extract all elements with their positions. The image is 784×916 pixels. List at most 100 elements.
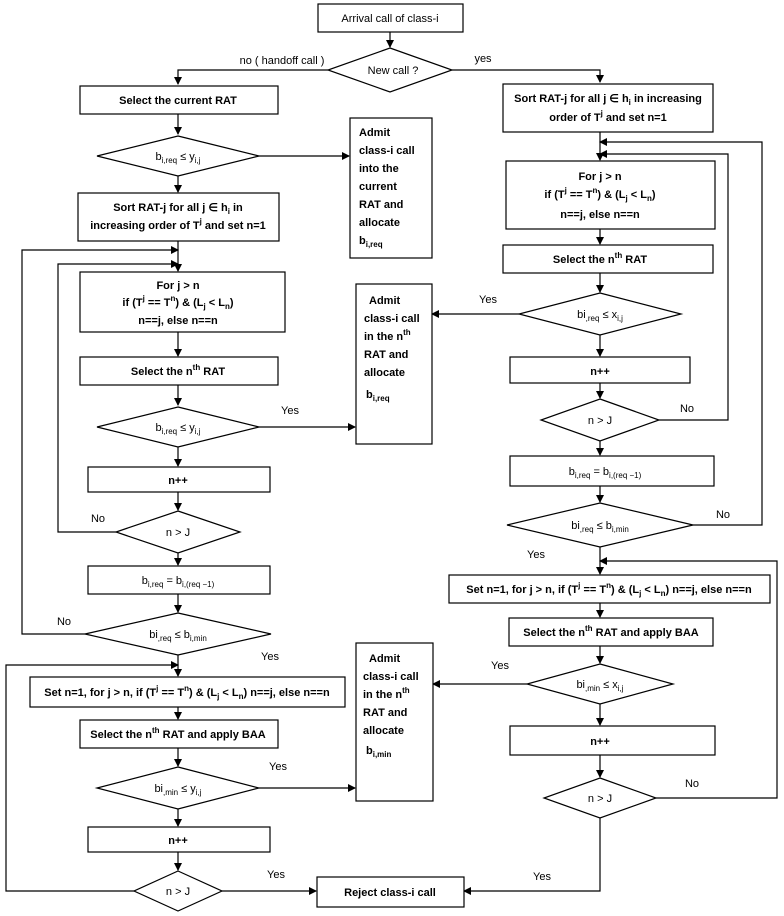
start-box [317,3,464,33]
connector [57,260,179,533]
select-nth-right-label: Select the nth RAT [553,251,647,266]
check-breq-x-right-label: bi,req ≤ xi,j [577,309,623,323]
npp-left-2 [87,826,271,853]
admit-nth-min-l4: allocate [363,725,404,737]
n-gt-J-left-2 [132,870,224,912]
npp-right-2-label: n++ [590,736,610,748]
sort-rat-left-l2: increasing order of Tj and set n=1 [90,217,266,232]
npp-left-2-label: n++ [168,835,188,847]
admit-nth-req-box [355,283,433,445]
select-current-rat [79,85,279,115]
admit-nth-min-box [355,642,434,802]
check-breq-y-1 [96,135,260,177]
connector [21,246,179,635]
check-breq-bmin-left-label: bi,req ≤ bi,min [149,629,207,643]
reduce-breq-right [509,455,715,487]
npp-left-1-label: n++ [168,475,188,487]
admit-current-line: current [359,181,397,193]
check-bmin-x-right [524,663,676,705]
admit-nth-min-b: bi,min [366,745,392,759]
select-baa-right-label: Select the nth RAT and apply BAA [523,624,699,639]
loop-cond-left-l1: For j > n [156,280,199,292]
select-current-rat-label: Select the current RAT [119,95,237,107]
admit-current-box [349,117,433,259]
npp-right-1-label: n++ [590,366,610,378]
branch-no-label: no ( handoff call ) [240,55,325,67]
check-breq-y-2-label: bi,req ≤ yi,j [155,422,200,436]
reduce-breq-right-label: bi,req = bi,(req −1) [569,466,642,480]
yes-label-4: Yes [267,869,285,881]
loop-cond-left-l2: if (Tj == Tn) & (Lj < Ln) [122,294,233,311]
loop-cond-left [79,271,286,333]
branch-yes-label: yes [474,53,492,65]
n-gt-J-right-2-label: n > J [588,793,612,805]
sort-rat-left [77,192,280,242]
set-n-baa-right-label: Set n=1, for j > n, if (Tj == Tn) & (Lj … [466,581,752,598]
start-label: Arrival call of class-i [341,13,438,25]
select-nth-left-label: Select the nth RAT [131,363,225,378]
sort-rat-right-l2: order of Tj and set n=1 [549,109,666,124]
yes-label-6: Yes [527,549,545,561]
set-n-baa-left-label: Set n=1, for j > n, if (Tj == Tn) & (Lj … [44,684,330,701]
check-bmin-y-left-label: bi,min ≤ yi,j [154,783,201,797]
loop-cond-right-l2: if (Tj == Tn) & (Lj < Ln) [544,186,655,203]
sort-rat-right-l1: Sort RAT-j for all j ∈ hi in increasing [514,93,702,107]
loop-cond-right [505,160,716,230]
check-bmin-x-right-label: bi,min ≤ xi,j [576,679,623,693]
select-nth-right [502,244,714,274]
n-gt-J-left-1-label: n > J [166,527,190,539]
admit-nth-min-l3: RAT and [363,707,407,719]
select-baa-left-label: Select the nth RAT and apply BAA [90,726,266,741]
new-call-label: New call ? [368,65,419,77]
yes-label-2: Yes [261,651,279,663]
select-nth-left [79,356,279,386]
admit-nth-min-l0: Admit [369,653,401,665]
admit-nth-req-l1: class-i call [364,313,420,325]
set-n-baa-right [448,574,771,604]
admit-nth-min-l2: in the nth [363,686,410,701]
check-breq-bmin-left [84,612,272,656]
check-breq-x-right [516,292,684,336]
connector [599,138,763,526]
reduce-breq-left [87,565,271,595]
connector [5,661,179,892]
admit-nth-req-b: bi,req [366,389,390,403]
connector [463,818,601,895]
check-breq-y-1-label: bi,req ≤ yi,j [155,151,200,165]
sort-rat-right [502,83,714,133]
n-gt-J-right-1 [539,398,661,442]
no-label-3: No [680,403,694,415]
sort-rat-left-l1: Sort RAT-j for all j ∈ hi in [113,202,243,216]
connector [452,69,604,83]
connector [599,557,778,799]
admit-nth-req-l0: Admit [369,295,401,307]
reject-box [316,876,465,908]
n-gt-J-right-1-label: n > J [588,415,612,427]
no-label-1: No [91,513,105,525]
reject-label: Reject class-i call [344,887,436,899]
yes-label-5: Yes [479,294,497,306]
check-breq-bmin-right [506,502,694,548]
connector [599,150,729,421]
n-gt-J-left-1 [114,510,242,554]
admit-current-line: Admit [359,127,391,139]
n-gt-J-right-2 [542,777,658,819]
no-label-5: No [685,778,699,790]
set-n-baa-left [29,676,346,708]
yes-label-1: Yes [281,405,299,417]
yes-label-8: Yes [533,871,551,883]
reduce-breq-left-label: bi,req = bi,(req −1) [142,575,215,589]
admit-nth-req-l3: RAT and [364,349,408,361]
yes-label-7: Yes [491,660,509,672]
connector [174,69,328,85]
npp-right-1 [509,356,691,384]
admit-current-line: RAT and [359,199,403,211]
admit-nth-req-l2: in the nth [364,328,411,343]
no-label-2: No [57,616,71,628]
no-label-4: No [716,509,730,521]
loop-cond-left-l3: n==j, else n==n [138,315,218,327]
select-baa-left [79,719,279,749]
loop-cond-right-l3: n==j, else n==n [560,209,640,221]
check-breq-y-2 [96,406,260,448]
